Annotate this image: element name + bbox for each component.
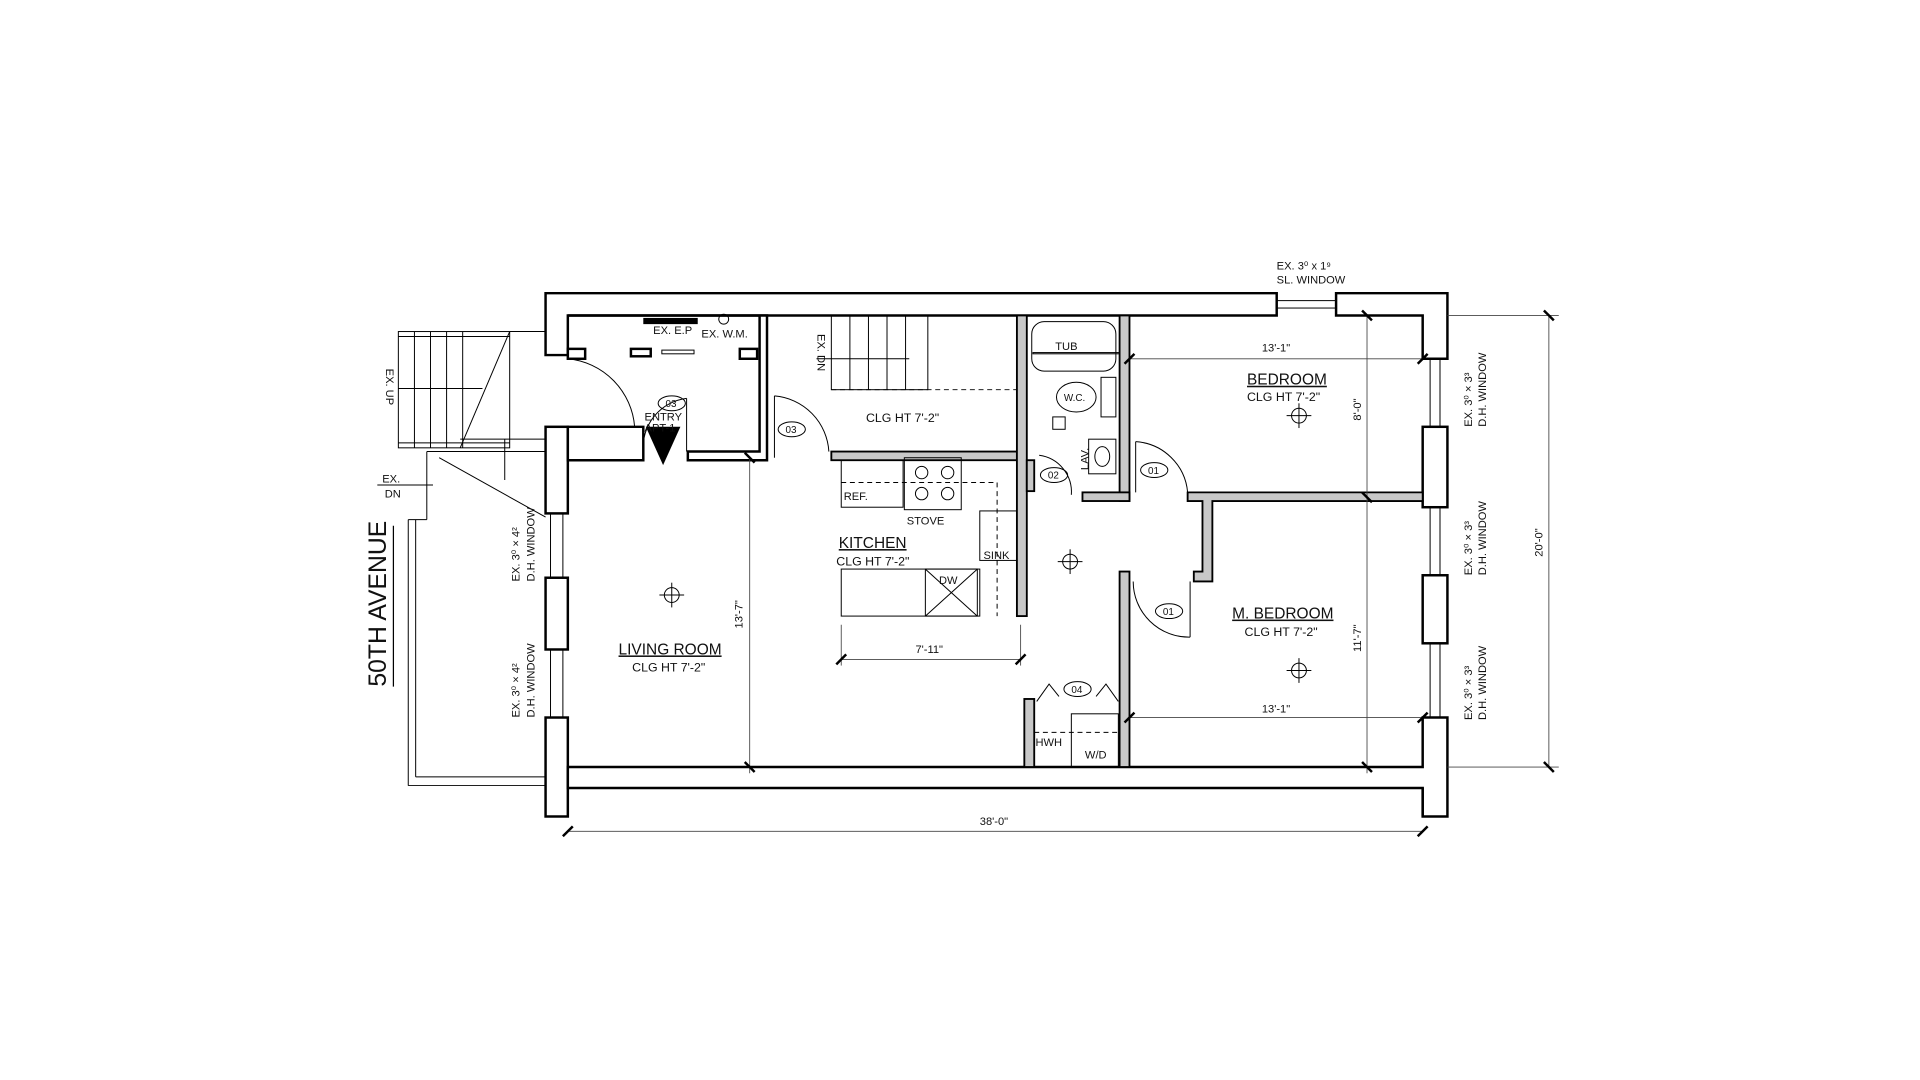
right-window-3-size: EX. 3⁰ × 3³ bbox=[1463, 665, 1475, 720]
water-meter-label: EX. W.M. bbox=[701, 329, 747, 341]
kitchen-clg-height: CLG HT 7'-2" bbox=[836, 554, 909, 568]
sink-label: SINK bbox=[984, 550, 1011, 562]
door-swings bbox=[773, 395, 1191, 638]
living-room-name: LIVING ROOM bbox=[619, 641, 722, 658]
dimension-lines: 38'-0" 20'-0" 13'-7" 7'-11" 13'-1" 13'-1… bbox=[562, 309, 1559, 838]
bathroom-fixtures: TUB W.C. LAV. bbox=[1031, 321, 1117, 475]
laundry: HWH W/D bbox=[1034, 683, 1120, 768]
refrigerator-label: REF. bbox=[844, 491, 868, 503]
wd-label: W/D bbox=[1085, 749, 1107, 761]
door-tag: 01 bbox=[1148, 466, 1159, 477]
smoke-detectors bbox=[659, 403, 1312, 683]
kitchen-fixtures: REF. STOVE SINK DW KITCHEN CLG HT 7'-2" bbox=[836, 457, 1018, 617]
smoke-detector-icon bbox=[1057, 549, 1083, 575]
left-window-2-type: D.H. WINDOW bbox=[525, 643, 537, 718]
wc-label: W.C. bbox=[1064, 393, 1085, 404]
bedroom-name: BEDROOM bbox=[1247, 372, 1327, 389]
living-room-clg-height: CLG HT 7'-2" bbox=[632, 661, 705, 675]
entry-label: ENTRY bbox=[645, 412, 683, 424]
entry-arrow-icon bbox=[645, 426, 681, 466]
sl-window-size: EX. 3⁰ x 1⁹ bbox=[1277, 261, 1332, 273]
entry-apt-label: APT-1 bbox=[645, 423, 676, 435]
master-bedroom-name: M. BEDROOM bbox=[1232, 606, 1333, 623]
dishwasher-icon bbox=[924, 568, 978, 617]
smoke-detector-icon bbox=[1286, 403, 1312, 429]
stove-icon bbox=[903, 457, 962, 511]
ex-dn-stair-label: EX. DN bbox=[815, 334, 827, 371]
ex-dn-label: EX. bbox=[382, 473, 400, 485]
master-bedroom-clg-height: CLG HT 7'-2" bbox=[1245, 625, 1318, 639]
right-window-2-type: D.H. WINDOW bbox=[1477, 501, 1489, 576]
bedroom-width-dimension: 13'-1" bbox=[1262, 342, 1290, 354]
hwh-label: HWH bbox=[1035, 737, 1062, 749]
interior-stair: EX. DN CLG HT 7'-2" bbox=[815, 314, 1017, 425]
sl-window-type: SL. WINDOW bbox=[1277, 274, 1346, 286]
dishwasher-label: DW bbox=[939, 575, 958, 587]
lav-label: LAV. bbox=[1080, 448, 1092, 470]
windows bbox=[550, 300, 1441, 719]
living-depth-dimension: 13'-7" bbox=[733, 600, 745, 628]
right-window-3-type: D.H. WINDOW bbox=[1477, 645, 1489, 720]
room-labels: LIVING ROOM CLG HT 7'-2" BEDROOM CLG HT … bbox=[619, 372, 1334, 675]
overall-depth-dimension: 20'-0" bbox=[1534, 528, 1546, 556]
ex-dn-label-2: DN bbox=[385, 488, 401, 500]
vestibule: EX. E.P EX. W.M. ENTRY APT-1 bbox=[567, 313, 748, 466]
exterior-stair: EX. UP EX. DN bbox=[377, 331, 546, 787]
exhaust-fan-icon bbox=[1052, 416, 1066, 430]
interior-walls bbox=[566, 314, 1424, 768]
stove-label: STOVE bbox=[907, 516, 945, 528]
right-window-1-size: EX. 3⁰ × 3³ bbox=[1463, 372, 1475, 427]
door-tag: 03 bbox=[666, 399, 677, 410]
stair-clg-height: CLG HT 7'-2" bbox=[866, 411, 939, 425]
smoke-detector-icon bbox=[1286, 658, 1312, 683]
kitchen-width-dimension: 7'-11" bbox=[915, 644, 943, 656]
toilet-icon bbox=[1056, 381, 1097, 413]
overall-width-dimension: 38'-0" bbox=[980, 816, 1008, 828]
street-name: 50TH AVENUE bbox=[365, 521, 392, 687]
street-label: 50TH AVENUE bbox=[365, 521, 395, 687]
window-labels: EX. 3⁰ x 1⁹ SL. WINDOW EX. 3⁰ × 4² D.H. … bbox=[511, 261, 1489, 720]
door-tag: 01 bbox=[1163, 607, 1174, 618]
master-bedroom-depth-dimension: 11'-7" bbox=[1352, 624, 1364, 652]
master-bedroom-width-dimension: 13'-1" bbox=[1262, 704, 1290, 716]
left-window-2-size: EX. 3⁰ × 4² bbox=[511, 663, 523, 718]
lavatory-icon bbox=[1088, 438, 1117, 475]
door-tag: 04 bbox=[1071, 685, 1082, 696]
left-window-1-type: D.H. WINDOW bbox=[525, 507, 537, 582]
smoke-detector-icon bbox=[659, 582, 685, 608]
kitchen-name: KITCHEN bbox=[839, 535, 907, 552]
right-window-2-size: EX. 3⁰ × 3³ bbox=[1463, 521, 1475, 576]
electric-panel-label: EX. E.P bbox=[653, 325, 692, 337]
tub-icon bbox=[1031, 321, 1117, 372]
tub-label: TUB bbox=[1055, 341, 1077, 353]
bedroom-clg-height: CLG HT 7'-2" bbox=[1247, 390, 1320, 404]
door-tag: 03 bbox=[786, 425, 797, 436]
door-tags: 03 03 02 01 01 04 bbox=[657, 395, 1184, 697]
left-window-1-size: EX. 3⁰ × 4² bbox=[511, 527, 523, 582]
door-tag: 02 bbox=[1048, 471, 1059, 482]
bedroom-depth-dimension: 8'-0" bbox=[1352, 398, 1364, 420]
sink-icon bbox=[979, 510, 1018, 561]
ex-up-label: EX. UP bbox=[383, 369, 395, 405]
right-window-1-type: D.H. WINDOW bbox=[1477, 352, 1489, 427]
